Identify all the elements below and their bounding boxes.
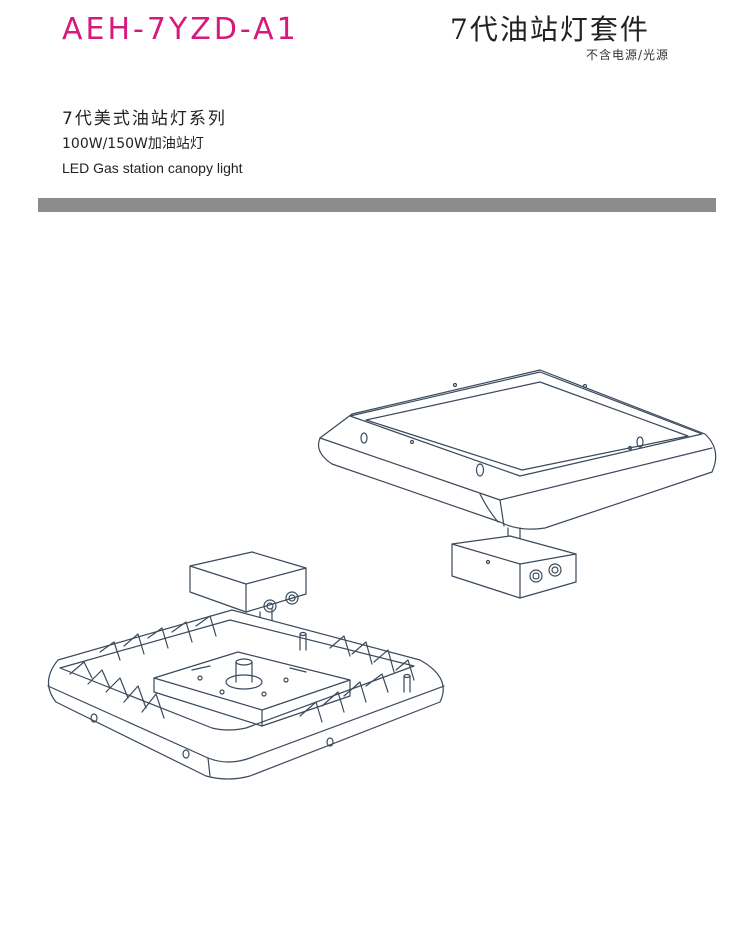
model-code: AEH-7YZD-A1 [62, 12, 299, 47]
exploded-light-view [47, 551, 445, 780]
series-title: 7代美式油站灯系列 [62, 109, 227, 129]
header-divider-bar [38, 198, 716, 212]
assembled-light-view [317, 369, 717, 599]
product-line-drawing [0, 330, 750, 810]
kit-note: 不含电源/光源 [586, 48, 670, 62]
kit-title: 7代油站灯套件 [450, 13, 650, 46]
canopy-light-illustration [47, 369, 717, 780]
product-name-en: LED Gas station canopy light [62, 160, 243, 176]
power-rating: 100W/150W加油站灯 [62, 136, 204, 152]
